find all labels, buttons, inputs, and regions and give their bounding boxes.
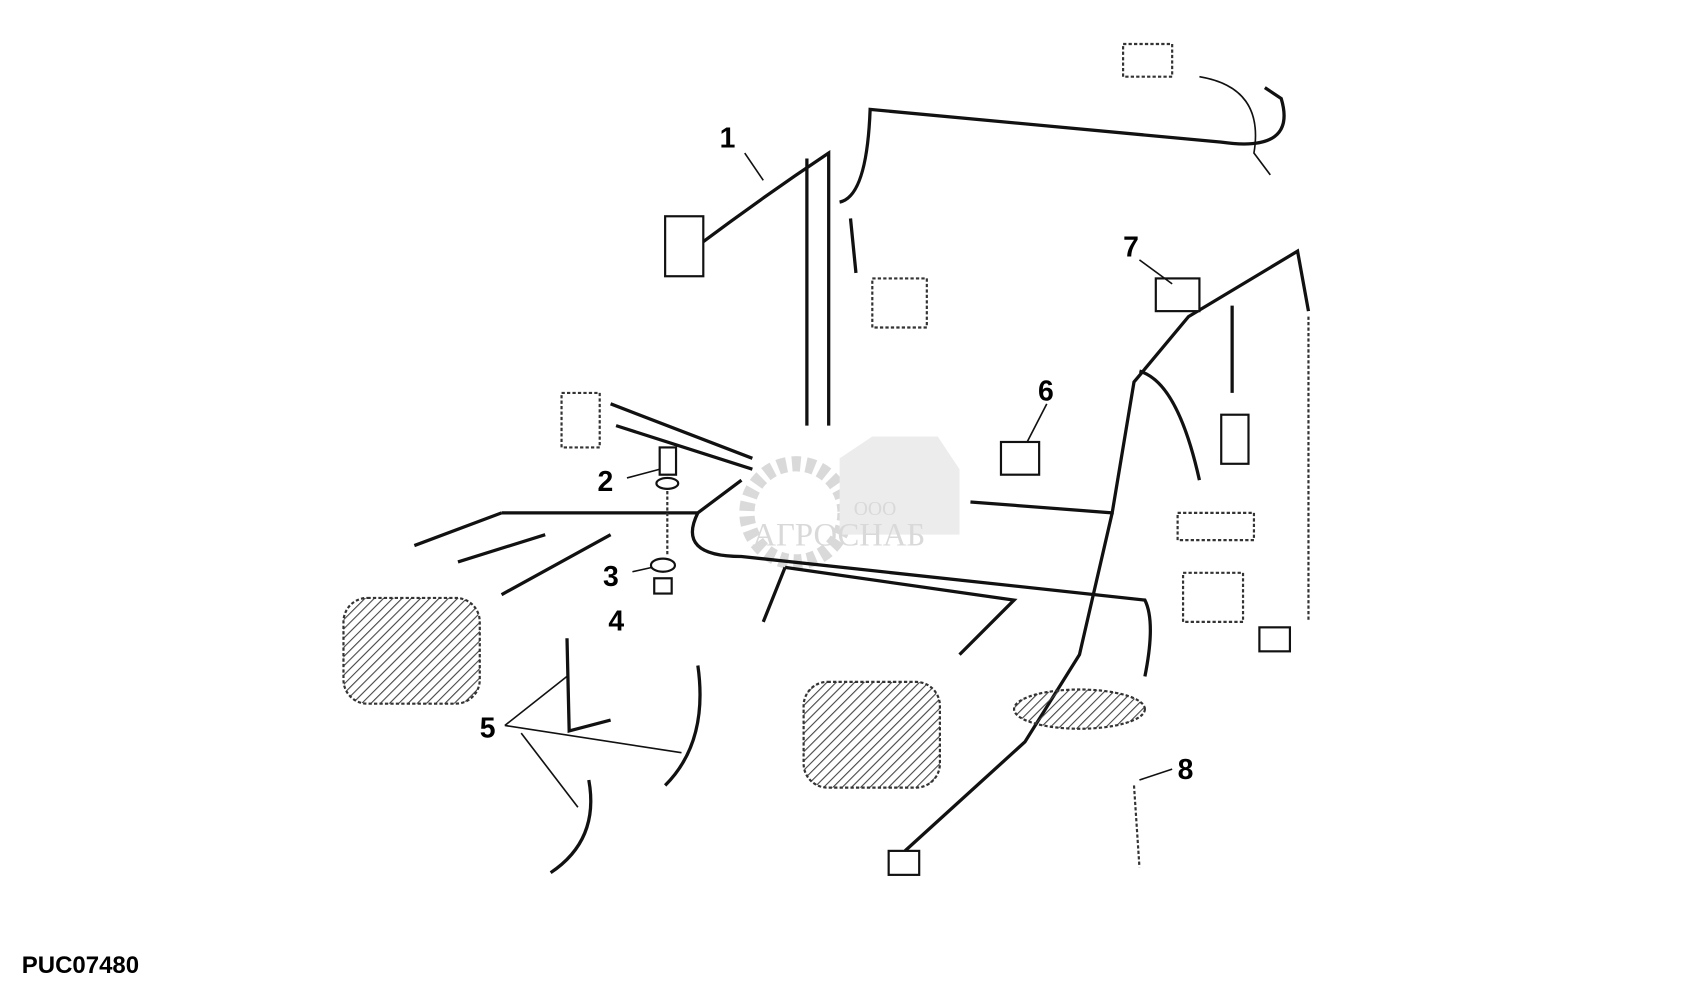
connector-block [664,215,705,278]
watermark-logo: ООО АГРОСНАБ [739,436,960,570]
fasteners [549,277,1201,875]
callout-8: 8 [1178,754,1194,786]
callout-1: 1 [720,123,736,155]
callout-4: 4 [608,606,624,638]
main-harness [413,42,1311,876]
figure-code: PUC07480 [22,952,139,979]
speaker-right [802,680,942,789]
callout-7: 7 [1123,232,1139,264]
callout-5: 5 [480,712,496,744]
callout-3: 3 [603,561,619,593]
callout-6: 6 [1038,376,1054,408]
leader-lines [504,152,1173,808]
watermark-name: АГРОСНАБ [752,518,925,554]
callout-2: 2 [598,466,614,498]
watermark-prefix: ООО [854,499,896,520]
speaker-left [342,596,481,705]
callout-labels: 1 2 3 4 5 6 7 8 [480,123,1194,786]
